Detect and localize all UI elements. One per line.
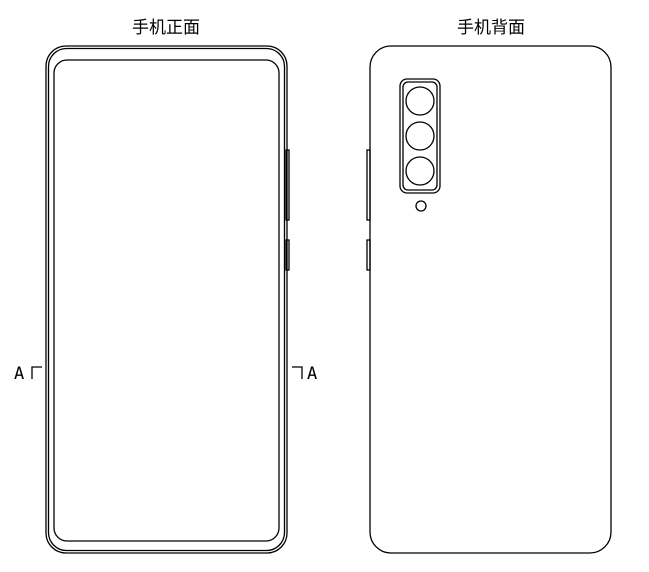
front-inner-frame xyxy=(47,47,286,552)
camera-module xyxy=(399,78,441,194)
front-view xyxy=(31,45,303,554)
flash-icon xyxy=(415,200,427,212)
front-outer-frame xyxy=(45,45,288,554)
front-side-button-upper xyxy=(285,149,290,221)
camera-lens-bottom-icon xyxy=(405,156,435,186)
section-label-left: A xyxy=(14,364,25,384)
section-mark-right xyxy=(292,366,303,379)
front-screen xyxy=(53,59,280,542)
front-side-button-lower xyxy=(285,239,290,271)
section-mark-left xyxy=(31,366,42,379)
camera-lens-top-icon xyxy=(405,86,435,116)
back-side-button-lower xyxy=(366,239,371,271)
back-outer-frame xyxy=(369,45,612,554)
camera-module-inner xyxy=(402,81,438,191)
back-view xyxy=(366,45,612,554)
camera-lens-middle-icon xyxy=(405,121,435,151)
back-side-button-upper xyxy=(366,149,371,221)
front-view-caption: 手机正面 xyxy=(132,18,200,38)
back-view-caption: 手机背面 xyxy=(457,18,525,38)
section-label-right: A xyxy=(307,364,318,384)
